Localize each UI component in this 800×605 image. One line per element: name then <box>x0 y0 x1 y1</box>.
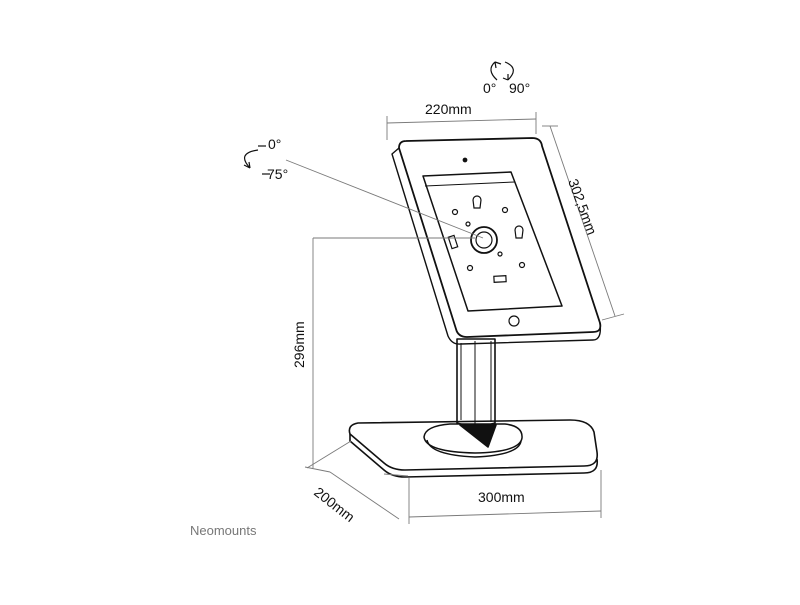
center-lock-core <box>475 231 493 249</box>
frame-width-label: 220mm <box>425 101 472 117</box>
rotate-min-label: 0° <box>483 80 496 96</box>
frame-outer <box>398 137 602 338</box>
base-width-dimension-line <box>408 510 602 518</box>
dimension-lines <box>285 112 625 524</box>
screw-hole <box>466 264 474 272</box>
tilt-max-label: 75° <box>267 166 288 182</box>
cable-slot <box>493 275 507 283</box>
cable-slot <box>447 234 459 250</box>
base-plate <box>348 419 599 478</box>
tilt-arrow-icon <box>243 149 259 169</box>
home-button-hole <box>508 315 520 327</box>
column <box>456 338 497 448</box>
tilt-pointer-line <box>285 159 484 239</box>
frame-side-depth <box>391 147 602 345</box>
screw-hole <box>518 261 526 269</box>
brand-label: Neomounts <box>190 523 257 538</box>
frame-details <box>447 157 526 327</box>
frame-inner-top-lip <box>424 181 516 187</box>
height-dimension-line <box>549 125 616 317</box>
tablet-frame <box>391 137 602 345</box>
stand-height-label: 296mm <box>291 321 307 368</box>
screw-hole <box>451 208 459 216</box>
screw-hole <box>465 221 471 227</box>
frame-height-label: 302,5mm <box>565 177 600 237</box>
rotate-arrow-right-icon <box>504 61 514 81</box>
rotate-max-label: 90° <box>509 80 530 96</box>
screw-hole <box>501 206 509 214</box>
frame-screen-opening <box>422 171 563 312</box>
base-width-label: 300mm <box>478 489 525 505</box>
screw-hole <box>497 251 503 257</box>
keyhole-slot <box>472 195 482 209</box>
center-lock-ring <box>470 226 498 254</box>
camera-hole <box>462 157 468 163</box>
base-depth-dimension-line <box>329 471 400 520</box>
width-dimension-line <box>386 118 537 124</box>
base-side-edge <box>349 434 599 478</box>
rotate-arrow-left-icon <box>490 61 498 81</box>
base-depth-label: 200mm <box>311 484 358 525</box>
keyhole-slot <box>514 225 524 239</box>
motion-arrows <box>243 61 514 175</box>
tilt-min-label: 0° <box>268 136 281 152</box>
column-hub <box>423 423 523 458</box>
base-top-outline <box>348 419 599 471</box>
